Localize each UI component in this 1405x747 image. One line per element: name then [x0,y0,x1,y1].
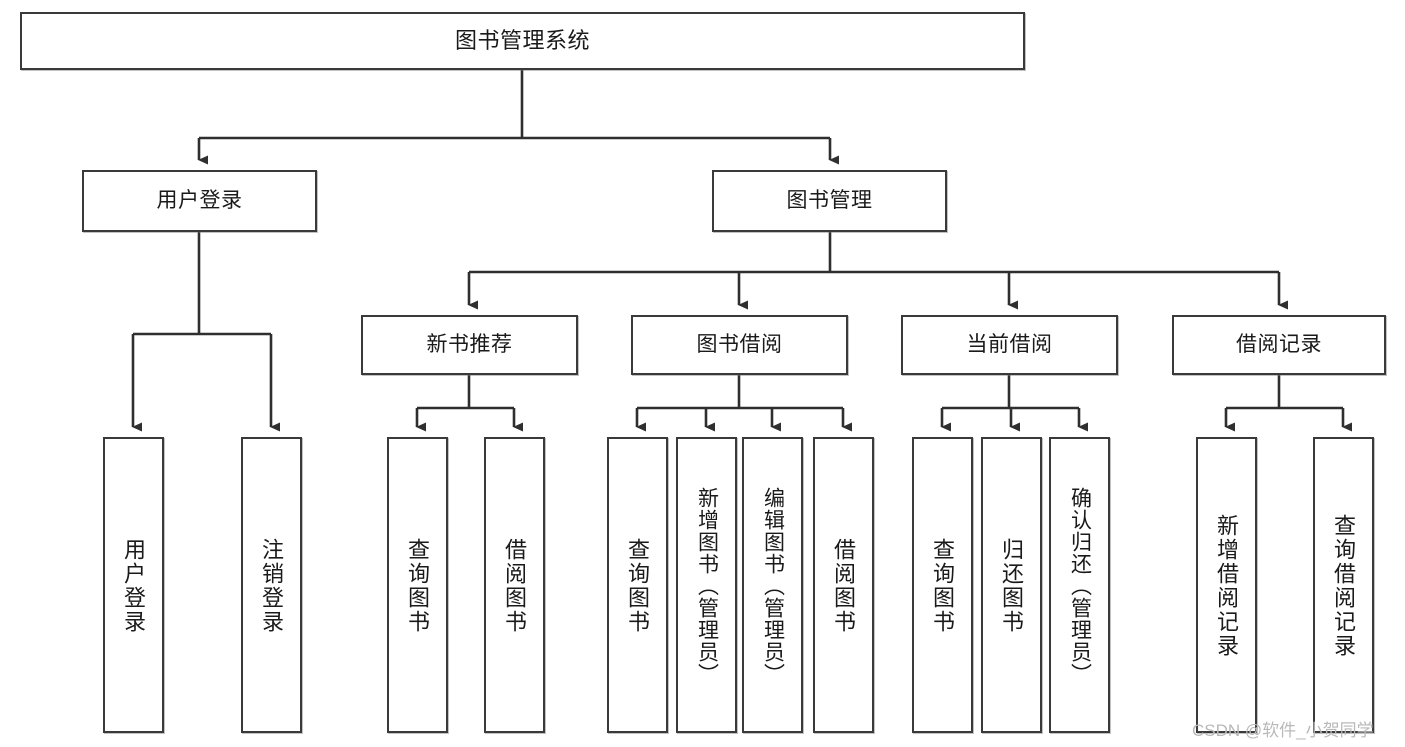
csdn-watermark: CSDN @软件_小贺同学 [1192,721,1374,740]
node-leaf-query-book-b-label: 查询图书 [625,538,651,634]
node-leaf-query-record[interactable]: 查询借阅记录 [1313,437,1374,733]
node-book-borrow-label: 图书借阅 [696,332,783,356]
node-leaf-query-book-c[interactable]: 查询图书 [912,437,973,733]
node-leaf-query-book-b[interactable]: 查询图书 [607,437,668,733]
node-current-borrow-label: 当前借阅 [966,332,1053,356]
node-leaf-return-book[interactable]: 归还图书 [981,437,1042,733]
node-leaf-confirm-return[interactable]: 确认归还（管理员） [1049,437,1110,733]
node-leaf-add-record-label: 新增借阅记录 [1214,514,1240,658]
node-leaf-add-record[interactable]: 新增借阅记录 [1196,437,1257,733]
node-new-book-recommend[interactable]: 新书推荐 [361,315,578,375]
node-leaf-edit-book[interactable]: 编辑图书（管理员） [742,437,803,733]
node-user-login[interactable]: 用户登录 [82,170,317,232]
node-book-borrow[interactable]: 图书借阅 [631,315,848,375]
node-leaf-edit-book-label: 编辑图书（管理员） [761,487,785,685]
node-leaf-query-book-a[interactable]: 查询图书 [387,437,448,733]
node-leaf-user-login[interactable]: 用户登录 [103,437,164,733]
node-user-login-label: 用户登录 [156,188,243,212]
node-leaf-add-book-label: 新增图书（管理员） [695,487,719,685]
node-current-borrow[interactable]: 当前借阅 [901,315,1118,375]
node-leaf-logout-label: 注销登录 [259,538,285,634]
node-leaf-return-book-label: 归还图书 [999,538,1025,634]
node-root-label: 图书管理系统 [454,28,590,54]
node-borrow-record[interactable]: 借阅记录 [1172,315,1386,375]
node-book-manage[interactable]: 图书管理 [712,170,947,232]
node-leaf-logout[interactable]: 注销登录 [241,437,302,733]
node-leaf-borrow-book-b-label: 借阅图书 [831,538,857,634]
node-leaf-query-book-c-label: 查询图书 [930,538,956,634]
node-leaf-query-record-label: 查询借阅记录 [1331,514,1357,658]
node-leaf-borrow-book-a[interactable]: 借阅图书 [484,437,545,733]
node-leaf-confirm-return-label: 确认归还（管理员） [1068,487,1092,685]
node-leaf-user-login-label: 用户登录 [121,538,147,634]
node-book-manage-label: 图书管理 [786,188,873,212]
node-new-book-recommend-label: 新书推荐 [426,332,513,356]
node-leaf-borrow-book-a-label: 借阅图书 [502,538,528,634]
node-leaf-add-book[interactable]: 新增图书（管理员） [676,437,737,733]
node-root[interactable]: 图书管理系统 [20,12,1025,70]
node-leaf-query-book-a-label: 查询图书 [405,538,431,634]
node-borrow-record-label: 借阅记录 [1236,332,1322,356]
node-leaf-borrow-book-b[interactable]: 借阅图书 [813,437,874,733]
